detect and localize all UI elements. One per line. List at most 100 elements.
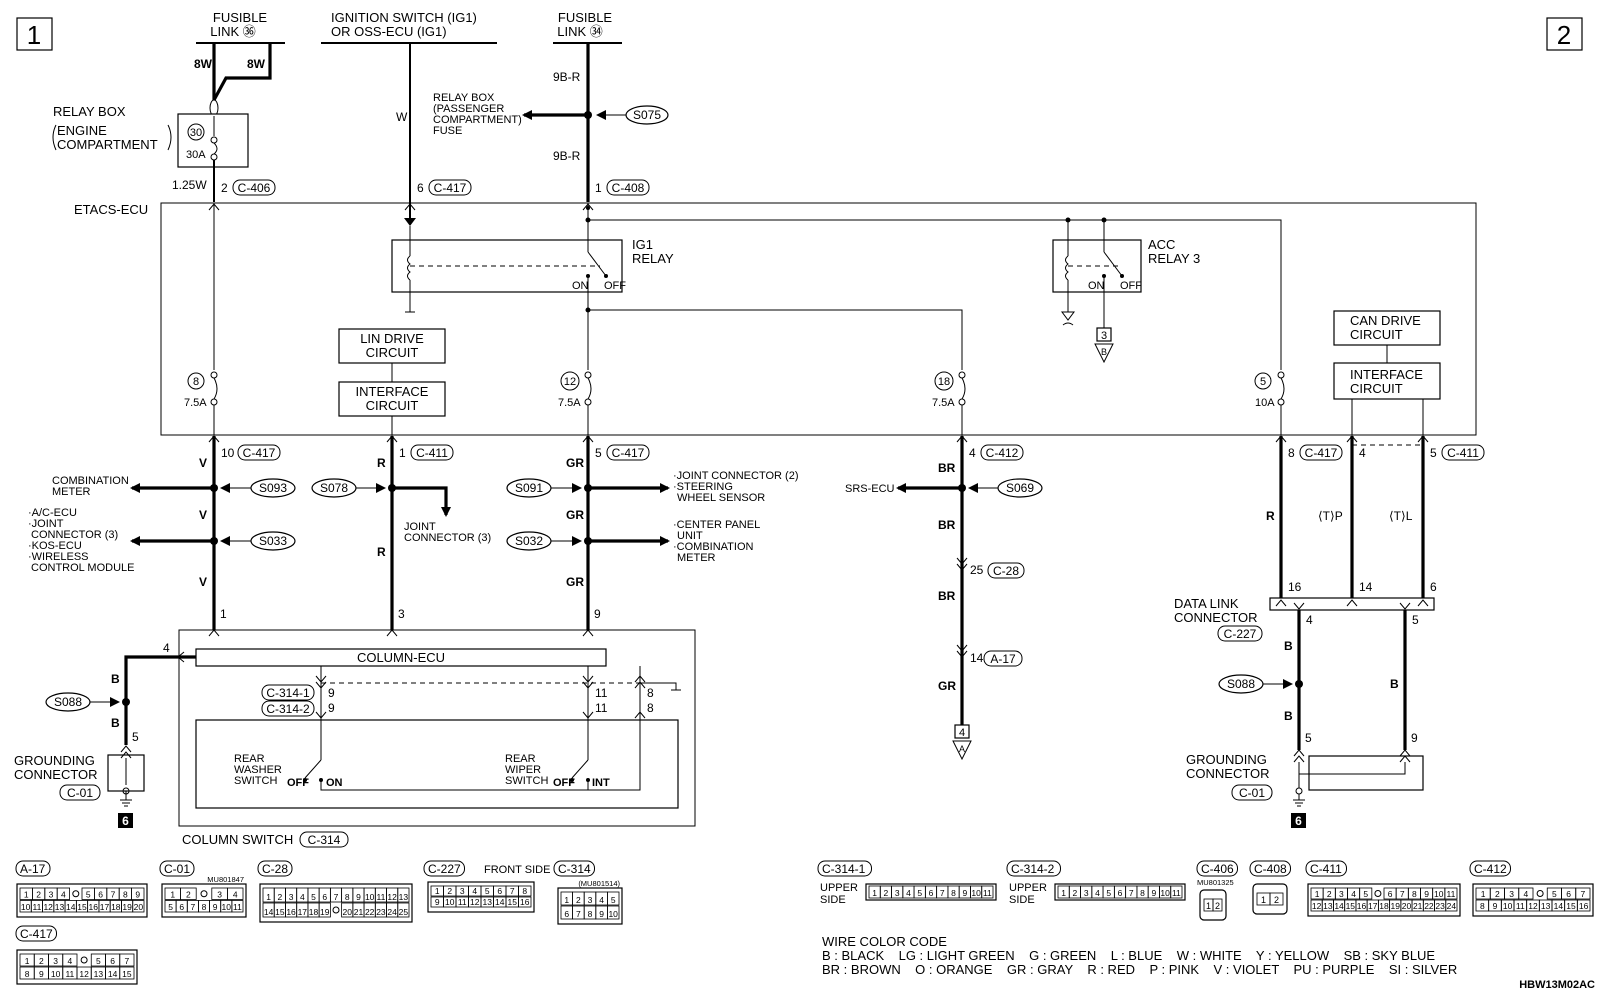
- svg-text:9: 9: [328, 701, 335, 715]
- connector-pin: 1: [564, 895, 569, 905]
- connector-pin: 11: [32, 902, 41, 912]
- connector-pin: 11: [65, 969, 74, 979]
- svg-text:14: 14: [970, 651, 984, 665]
- connector-pin: 5: [311, 892, 316, 902]
- svg-text:CONNECTOR (3): CONNECTOR (3): [31, 529, 118, 541]
- dest-joint-connector-3: JOINT CONNECTOR (3): [404, 521, 491, 544]
- relay-box-passenger: RELAY BOX (PASSENGER COMPARTMENT) FUSE: [433, 92, 522, 137]
- svg-text:IG1: IG1: [632, 237, 653, 252]
- svg-text:C-314-1: C-314-1: [266, 686, 310, 700]
- splice-s033: S033: [220, 531, 296, 551]
- svg-text:S091: S091: [515, 481, 543, 495]
- svg-text:GR: GR: [566, 456, 584, 470]
- splice-s088-left: S088: [45, 692, 120, 712]
- svg-text:5: 5: [1260, 376, 1266, 388]
- connector-name: C-412: [1474, 862, 1507, 876]
- connector-pin: 3: [49, 890, 54, 900]
- connector-pin: 2: [186, 890, 191, 900]
- corner-label-left: 1: [16, 17, 53, 51]
- svg-text:CAN DRIVE: CAN DRIVE: [1350, 313, 1421, 328]
- svg-text:ETACS-ECU: ETACS-ECU: [74, 202, 148, 217]
- connector-pin: 7: [334, 892, 339, 902]
- svg-text:16: 16: [1288, 580, 1302, 594]
- connector-c417-b: 5 C-417: [595, 444, 650, 461]
- svg-text:CIRCUIT: CIRCUIT: [366, 345, 419, 360]
- connector-pin: 10: [1160, 888, 1170, 898]
- connector-c314-1-label: C-314-1 9 11 8: [261, 684, 654, 701]
- connector-side: UPPER: [1009, 882, 1047, 894]
- dest-ac-group: ·A/C-ECU ·JOINT CONNECTOR (3) ·KOS-ECU ·…: [28, 507, 135, 574]
- connector-pin: 4: [1351, 889, 1356, 899]
- svg-text:GR: GR: [938, 679, 956, 693]
- connector-pin: 12: [470, 897, 480, 907]
- svg-text:6: 6: [417, 181, 424, 195]
- connector-pin: 9: [1493, 901, 1498, 911]
- connector-pin: 14: [495, 897, 505, 907]
- svg-text:1.25W: 1.25W: [172, 178, 207, 192]
- svg-text:8: 8: [193, 376, 199, 388]
- svg-text:·A/C-ECU: ·A/C-ECU: [28, 507, 77, 519]
- connector-pin: 8: [1140, 888, 1145, 898]
- connector-c417-top-pin: 6 C-417: [417, 179, 472, 196]
- connector-pin: 6: [1566, 889, 1571, 899]
- svg-text:COMPARTMENT: COMPARTMENT: [57, 137, 158, 152]
- connector-pin: 13: [483, 897, 493, 907]
- connector-pin: 10: [971, 888, 981, 898]
- connector-pin: 5: [611, 895, 616, 905]
- svg-text:·CENTER PANEL: ·CENTER PANEL: [673, 519, 760, 531]
- svg-text:SWITCH: SWITCH: [234, 775, 277, 787]
- connector-pin: 11: [458, 897, 467, 907]
- svg-text:C-227: C-227: [1224, 627, 1257, 641]
- svg-text:REAR: REAR: [234, 753, 265, 765]
- connector-pin: 7: [111, 890, 116, 900]
- svg-text:OFF: OFF: [553, 777, 575, 789]
- connector-c412: 4 C-412: [969, 444, 1024, 461]
- svg-text:·STEERING: ·STEERING: [673, 481, 733, 493]
- svg-text:B: B: [1284, 639, 1293, 653]
- connector-pin: 6: [179, 902, 184, 912]
- splice-s078: S078: [311, 478, 386, 498]
- svg-text:4: 4: [163, 641, 170, 655]
- connector-pin: 20: [1402, 901, 1412, 911]
- svg-text:CIRCUIT: CIRCUIT: [1350, 381, 1403, 396]
- svg-text:LINK ㉞: LINK ㉞: [557, 24, 603, 39]
- connector-pin: 4: [1524, 889, 1529, 899]
- svg-text:·JOINT CONNECTOR (2): ·JOINT CONNECTOR (2): [673, 470, 799, 482]
- connector-pin: 1: [1206, 901, 1211, 911]
- connector-pin: 1: [1061, 888, 1066, 898]
- connector-pin: 7: [1581, 889, 1586, 899]
- connector-pin: 15: [1346, 901, 1356, 911]
- svg-text:4: 4: [1359, 446, 1366, 460]
- svg-text:CONNECTOR (3): CONNECTOR (3): [404, 532, 491, 544]
- svg-text:C-28: C-28: [993, 564, 1019, 578]
- svg-text:WASHER: WASHER: [234, 764, 282, 776]
- connector-pin: 7: [510, 886, 515, 896]
- connector-pin: 15: [508, 897, 518, 907]
- svg-text:S088: S088: [54, 695, 82, 709]
- connector-pin: 1: [1261, 895, 1266, 905]
- connector-pin: 3: [289, 892, 294, 902]
- svg-text:(PASSENGER: (PASSENGER: [433, 103, 504, 115]
- connector-pin: 15: [77, 902, 87, 912]
- connector-pin: 6: [1388, 889, 1393, 899]
- connector-pin: 24: [1447, 901, 1457, 911]
- connector-pin: 10: [365, 892, 375, 902]
- svg-text:GROUNDING: GROUNDING: [14, 753, 95, 768]
- connector-pin: 8: [202, 902, 207, 912]
- connector-a17-inline: 14 A-17: [956, 644, 1023, 667]
- connector-pin: 4: [61, 890, 66, 900]
- svg-text:INTERFACE: INTERFACE: [356, 384, 429, 399]
- svg-text:C-411: C-411: [416, 446, 448, 460]
- svg-text:BR: BR: [938, 589, 956, 603]
- svg-text:METER: METER: [677, 552, 716, 564]
- connector-pin: 11: [1447, 889, 1456, 899]
- connector-pin: 14: [108, 969, 118, 979]
- svg-text:REAR: REAR: [505, 753, 536, 765]
- svg-text:C-01: C-01: [67, 786, 93, 800]
- source-fusible-link-34: FUSIBLE LINK ㉞: [553, 10, 622, 44]
- connector-pin: 16: [520, 897, 530, 907]
- svg-text:FUSE: FUSE: [433, 125, 462, 137]
- connector-pin: 9: [213, 902, 218, 912]
- connector-pin: 10: [21, 902, 31, 912]
